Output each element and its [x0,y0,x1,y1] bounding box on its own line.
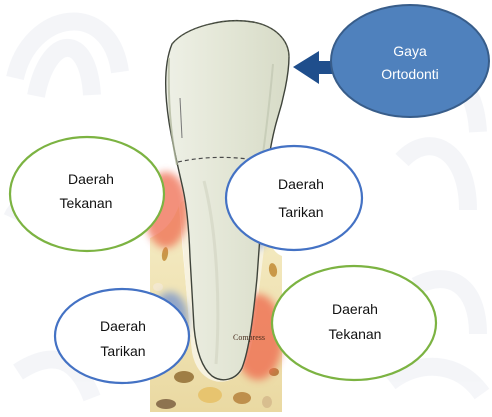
tension-upper-line-2: Tarikan [278,204,323,220]
pressure-lower-line-1: Daerah [332,301,378,317]
tension-lower-line-2: Tarikan [100,343,145,359]
force-bubble: Gaya Ortodonti [331,5,489,117]
tension-bubble-lower: Daerah Tarikan [55,289,189,383]
tension-upper-line-1: Daerah [278,176,324,192]
force-label-line-1: Gaya [393,43,427,59]
compression-text: Compress [233,333,265,342]
pressure-bubble-upper: Daerah Tekanan [10,137,164,251]
tension-lower-line-1: Daerah [100,318,146,334]
tension-bubble-upper: Daerah Tarikan [226,146,362,250]
pressure-lower-line-2: Tekanan [329,326,382,342]
pressure-upper-line-2: Tekanan [60,195,113,211]
pressure-upper-line-1: Daerah [68,171,114,187]
force-label-line-2: Ortodonti [381,66,439,82]
pressure-bubble-lower: Daerah Tekanan [272,266,436,380]
